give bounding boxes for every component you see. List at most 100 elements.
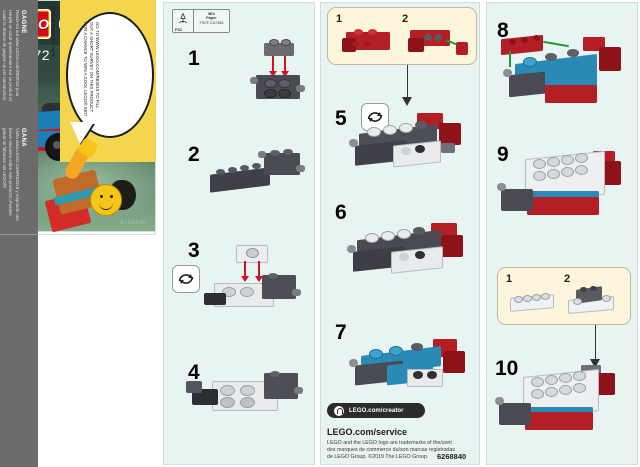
stud [514,296,523,303]
brick-red-rear [443,351,465,373]
stud [547,157,560,167]
step-number-10: 10 [495,357,519,380]
step-number-9: 9 [497,143,509,166]
stud [364,41,371,47]
stud [283,149,293,155]
service-url-title[interactable]: LEGO.com/service [327,427,408,437]
brick-chassis [264,153,300,175]
stud [415,121,427,129]
stud [228,167,237,173]
placement-arrow-head [241,276,249,282]
stud [509,39,516,45]
stud [575,153,588,163]
step-number-1: 1 [188,47,200,70]
axle-pin [250,77,258,84]
stud [413,371,423,379]
rotate-arrows-icon [178,274,194,284]
minifigure-illustration [44,137,140,233]
fsc-paper-line: Paper [206,16,217,21]
stud-white [399,123,413,133]
stud [411,343,423,351]
stud [590,286,597,291]
stud [573,383,586,393]
rotate-arrows-icon [367,112,383,122]
instruction-column-2: 1 2 5 [320,2,480,465]
stud [602,295,611,302]
brick-red-lower [525,412,593,430]
stud [573,371,586,381]
stud [270,371,280,377]
stud [531,389,544,399]
stud [561,167,574,177]
legal-line-2: des marques de commerce du/son marcas re… [327,447,456,453]
stud-blue [523,57,537,67]
stud [270,150,280,156]
step-number-2: 2 [188,143,200,166]
stud [573,298,582,305]
minifig-eye-right [110,195,113,198]
axle-pin [495,397,504,405]
stud [368,29,377,35]
stud [533,159,546,169]
axle-pin [292,289,301,296]
placement-arrow-shaft [244,261,246,277]
fsc-code: FSC® C117818 [199,20,224,25]
step-number-8: 8 [497,19,509,42]
stud-white [383,125,397,135]
brick-plate-gray [264,43,294,56]
brick-red-lower [545,85,597,103]
legal-line-3: de LEGO Group. ©2019 The LEGO Group. [327,454,429,460]
brick-dark-wedge [192,389,218,405]
stud [268,273,278,279]
fsc-left-label: FSC [175,28,183,32]
brick-red-lower [527,197,599,215]
stud [278,89,291,98]
stud-white [365,233,379,243]
stud [246,248,259,258]
stud [541,293,550,300]
stud-white [381,231,395,241]
promo-strip-divider [0,233,38,235]
parts-item-number-1: 1 [336,13,343,25]
stud [264,79,277,88]
rotate-model-icon [172,265,200,293]
stud [580,287,587,292]
fsc-logo: FSC [173,10,194,32]
placement-arrow-head [269,71,277,77]
fsc-tree-icon [178,13,188,23]
stud [352,41,359,47]
creator-badge-label: LEGO.com/creator [349,407,404,414]
step-number-7: 7 [335,321,347,344]
stud [399,253,409,261]
promo-heading-es: GANA [20,128,26,147]
placement-arrow-shaft [272,56,274,72]
stud [222,287,236,297]
stud [278,79,291,88]
stud [427,371,437,379]
speech-bubble [66,12,154,138]
stud [523,295,532,302]
lego-creator-badge[interactable]: LEGO.com/creator [327,403,425,418]
stud-blue [369,349,383,359]
brick-dark-wedge [204,293,226,305]
stud [216,169,225,175]
fsc-text-block: MIX Paper FSC® C117818 [194,10,229,32]
placement-arrow-head [281,71,289,77]
axle-pin [294,387,303,394]
connection-indicator [543,40,569,48]
axle-pin [441,143,455,153]
placement-arrow-head [255,276,263,282]
promo-legal-strip: GAGNE Rends-toi sur www.LEGO.com/RB2019 … [0,0,38,467]
stud-white [367,127,381,137]
brick-white-lower [407,369,443,387]
brick-red-rear [441,235,463,257]
axle-pin [296,165,305,172]
fsc-mix-line: MIX [208,12,215,16]
placement-arrow-shaft [258,261,260,277]
promo-body-es: Visita www.LEGO.com/RB2019 y responde un… [2,128,20,221]
brick-dark-front [501,189,533,211]
stud [559,385,572,395]
stud [220,385,235,396]
brick-blue-stripe [525,407,593,413]
